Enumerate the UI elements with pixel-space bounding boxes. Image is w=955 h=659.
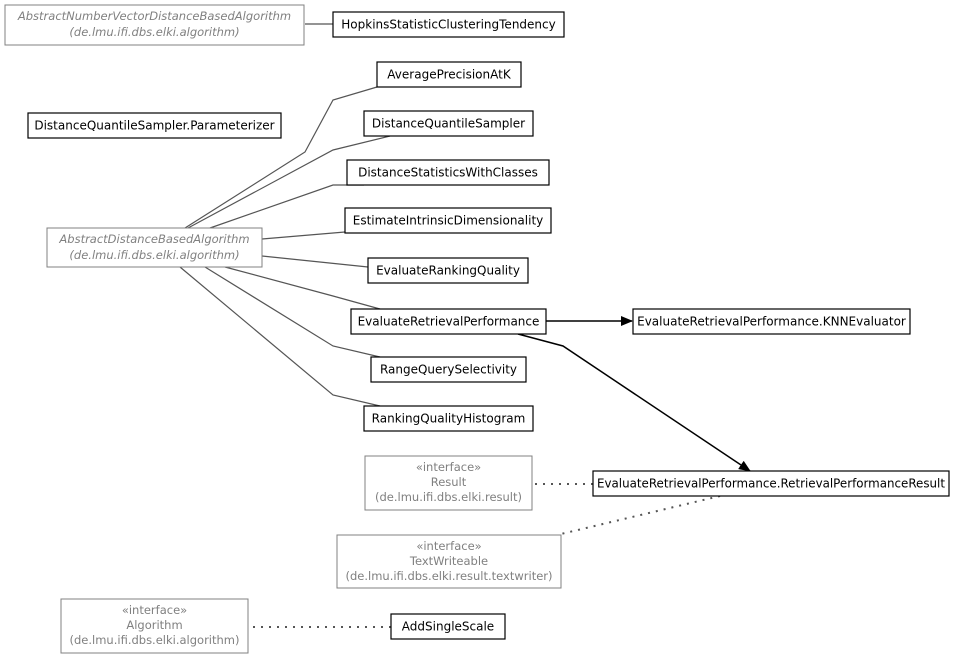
edges xyxy=(179,23,751,628)
erp-knn-label: EvaluateRetrievalPerformance.KNNEvaluato… xyxy=(637,315,906,329)
result-stereotype: «interface» xyxy=(416,460,481,474)
edge-dqs-to-abstract-db xyxy=(187,135,391,229)
node-erp-knn[interactable]: EvaluateRetrievalPerformance.KNNEvaluato… xyxy=(632,308,911,335)
node-dqs[interactable]: DistanceQuantileSampler xyxy=(363,110,534,137)
abstract-nv-package: (de.lmu.ifi.dbs.elki.algorithm) xyxy=(69,25,239,39)
textwriteable-stereotype: «interface» xyxy=(416,539,481,553)
edge-rqs-to-abstract-db xyxy=(204,266,381,358)
edge-erp-to-result xyxy=(517,333,751,472)
abstract-db-name: AbstractDistanceBasedAlgorithm xyxy=(58,232,249,246)
node-rqh[interactable]: RankingQualityHistogram xyxy=(363,405,534,432)
node-erp-result[interactable]: EvaluateRetrievalPerformance.RetrievalPe… xyxy=(592,470,950,497)
erp-label: EvaluateRetrievalPerformance xyxy=(358,315,540,329)
textwriteable-name: TextWriteable xyxy=(409,554,488,568)
result-package: (de.lmu.ifi.dbs.elki.result) xyxy=(375,490,522,504)
eid-label: EstimateIntrinsicDimensionality xyxy=(353,214,544,228)
dqs-label: DistanceQuantileSampler xyxy=(372,117,525,131)
abstract-nv-name: AbstractNumberVectorDistanceBasedAlgorit… xyxy=(17,9,291,23)
edge-average-precision-to-abstract-db xyxy=(184,86,378,229)
node-hopkins[interactable]: HopkinsStatisticClusteringTendency xyxy=(332,11,565,38)
add-single-scale-label: AddSingleScale xyxy=(402,620,494,634)
algorithm-stereotype: «interface» xyxy=(122,603,187,617)
rqs-label: RangeQuerySelectivity xyxy=(380,363,517,377)
algorithm-name: Algorithm xyxy=(126,618,182,632)
rqh-label: RankingQualityHistogram xyxy=(372,412,526,426)
edge-erq-to-abstract-db xyxy=(261,255,369,268)
node-algorithm-interface[interactable]: «interface» Algorithm (de.lmu.ifi.dbs.el… xyxy=(60,598,249,654)
edge-result-class-to-textwriteable xyxy=(560,495,721,535)
node-result-interface[interactable]: «interface» Result (de.lmu.ifi.dbs.elki.… xyxy=(364,455,533,511)
edge-erp-to-abstract-db xyxy=(224,266,381,310)
hopkins-label: HopkinsStatisticClusteringTendency xyxy=(341,18,555,32)
result-name: Result xyxy=(431,475,467,489)
node-eid[interactable]: EstimateIntrinsicDimensionality xyxy=(344,207,552,234)
node-abstract-db[interactable]: AbstractDistanceBasedAlgorithm (de.lmu.i… xyxy=(46,227,263,268)
node-erp[interactable]: EvaluateRetrievalPerformance xyxy=(350,308,547,335)
edge-dswc-to-abstract-db xyxy=(209,184,364,229)
node-rqs[interactable]: RangeQuerySelectivity xyxy=(370,356,527,383)
node-dswc[interactable]: DistanceStatisticsWithClasses xyxy=(346,159,550,186)
dqs-parameterizer-label: DistanceQuantileSampler.Parameterizer xyxy=(34,119,274,133)
node-average-precision[interactable]: AveragePrecisionAtK xyxy=(376,61,522,88)
textwriteable-package: (de.lmu.ifi.dbs.elki.result.textwriter) xyxy=(346,569,553,583)
average-precision-label: AveragePrecisionAtK xyxy=(387,68,512,82)
erq-label: EvaluateRankingQuality xyxy=(376,264,520,278)
edge-rqh-to-abstract-db xyxy=(179,266,381,407)
node-add-single-scale[interactable]: AddSingleScale xyxy=(390,613,506,640)
node-dqs-parameterizer[interactable]: DistanceQuantileSampler.Parameterizer xyxy=(27,112,282,139)
node-textwriteable-interface[interactable]: «interface» TextWriteable (de.lmu.ifi.db… xyxy=(336,534,562,589)
erp-result-label: EvaluateRetrievalPerformance.RetrievalPe… xyxy=(597,477,945,491)
abstract-db-package: (de.lmu.ifi.dbs.elki.algorithm) xyxy=(69,248,239,262)
dswc-label: DistanceStatisticsWithClasses xyxy=(358,166,538,180)
node-abstract-nv[interactable]: AbstractNumberVectorDistanceBasedAlgorit… xyxy=(4,4,305,46)
edge-eid-to-abstract-db xyxy=(261,231,346,240)
algorithm-package: (de.lmu.ifi.dbs.elki.algorithm) xyxy=(70,633,240,647)
node-erq[interactable]: EvaluateRankingQuality xyxy=(367,257,529,284)
